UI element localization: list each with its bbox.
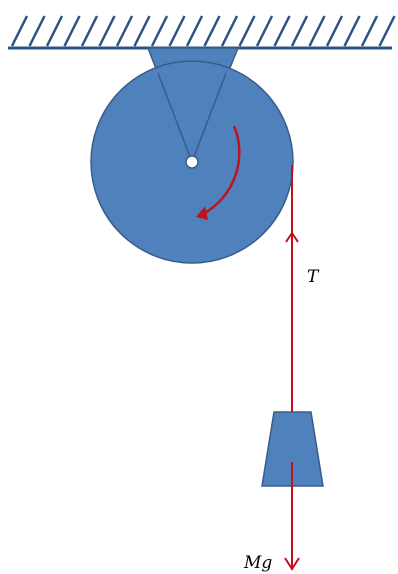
ceiling-hatch-line — [290, 15, 309, 47]
weight-arrow — [284, 462, 300, 571]
hanging-mass — [261, 411, 324, 487]
ceiling-hatch-line — [220, 15, 239, 47]
weight-label: Mg — [243, 553, 272, 573]
ceiling-hatch-line — [203, 15, 221, 47]
ceiling-hatch-line — [273, 15, 291, 47]
ceiling-hatch-line — [255, 15, 274, 47]
rotation-arrow-curve — [202, 125, 241, 216]
ceiling-hatch-line — [133, 15, 151, 47]
ceiling-hatch-line — [343, 15, 361, 47]
ceiling-hatch-line — [10, 15, 29, 47]
ceiling-hatch-line — [325, 15, 344, 47]
ceiling — [8, 15, 396, 50]
tension-arrow — [285, 231, 299, 260]
ceiling-hatch-line — [360, 15, 379, 47]
ceiling-hatch-line — [80, 15, 99, 47]
ceiling-hatch-line — [238, 15, 256, 47]
tension-arrow-head — [285, 231, 299, 243]
rotation-arrow-head — [196, 206, 208, 220]
ceiling-hatch-line — [378, 15, 396, 47]
ceiling-hatch-line — [308, 15, 326, 47]
tension-label: T — [307, 267, 320, 287]
ceiling-hatch-line — [63, 15, 81, 47]
rotation-arrow — [196, 125, 241, 220]
ceiling-hatch-line — [45, 15, 64, 47]
ceiling-hatching — [10, 15, 396, 47]
ceiling-hatch-line — [28, 15, 46, 47]
ceiling-hatch-line — [168, 15, 186, 47]
ceiling-hatch-line — [150, 15, 169, 47]
pulley-axle — [185, 155, 199, 169]
ceiling-hatch-line — [185, 15, 204, 47]
ceiling-hatch-line — [115, 15, 134, 47]
ceiling-hatch-line — [98, 15, 116, 47]
weight-arrow-head — [284, 557, 300, 571]
